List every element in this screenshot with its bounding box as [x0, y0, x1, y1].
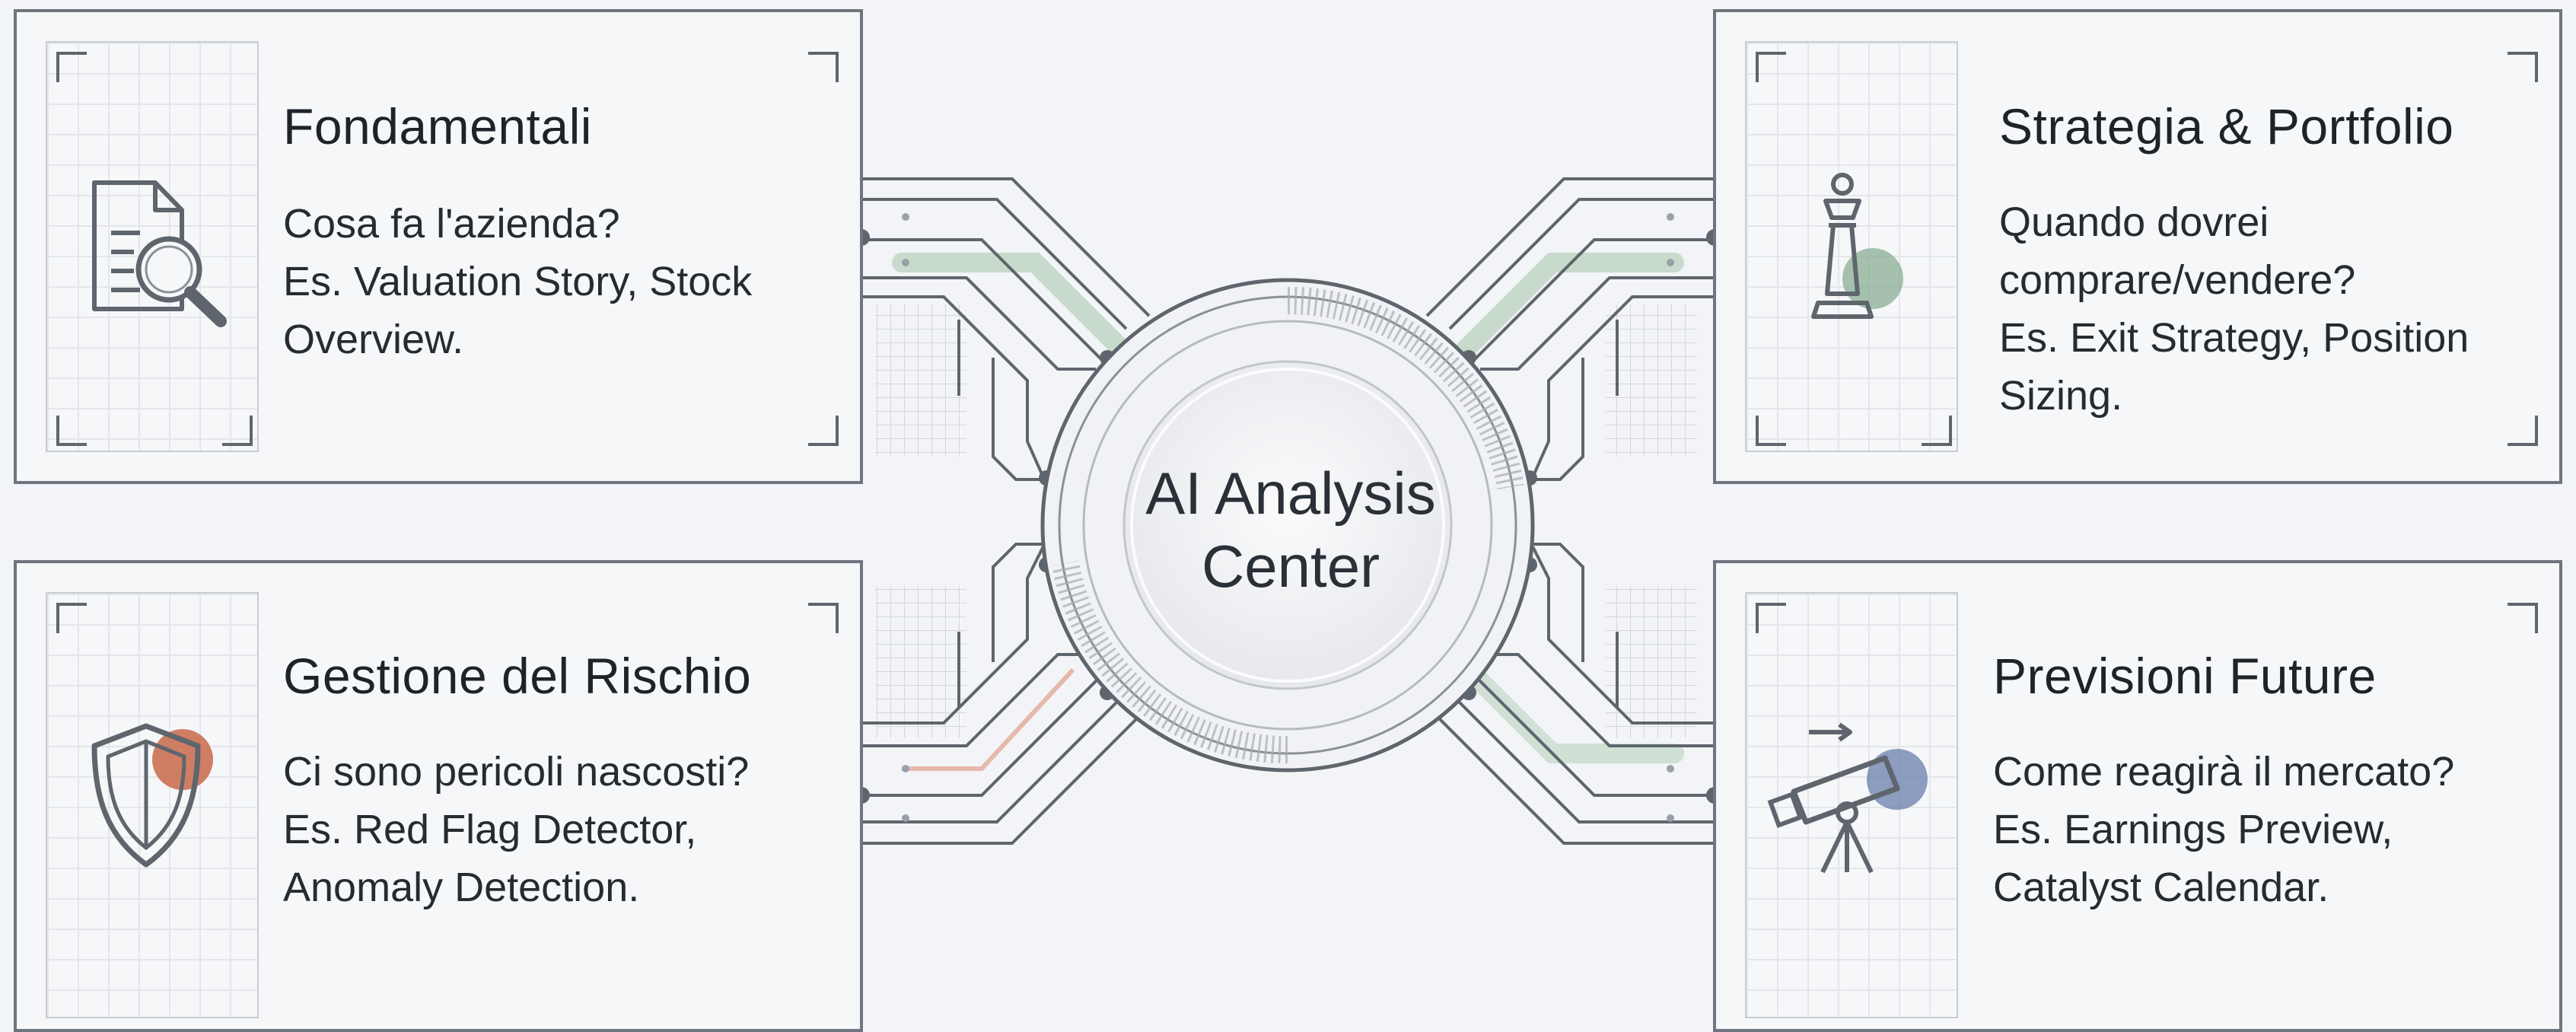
hub-rings [1040, 278, 1535, 772]
card-grid-frame [46, 592, 259, 1018]
desc-line: Overview. [283, 317, 464, 362]
desc-line: Sizing. [1999, 373, 2123, 419]
corner-bracket [2508, 603, 2538, 633]
card-title: Strategia & Portfolio [1999, 98, 2454, 154]
desc-line: Es. Valuation Story, Stock [283, 259, 753, 304]
chess-queen-icon [1811, 173, 1903, 319]
desc-line: Anomaly Detection. [283, 865, 640, 910]
corner-bracket [56, 603, 87, 633]
desc-line: comprare/vendere? [1999, 257, 2356, 303]
connectors-top-left [861, 177, 1151, 481]
card-title: Gestione del Rischio [283, 648, 752, 704]
corner-bracket [1922, 416, 1952, 446]
card-description: Quando dovrei comprare/vendere? Es. Exit… [1999, 193, 2469, 425]
desc-line: Es. Exit Strategy, Position [1999, 315, 2469, 361]
connectors-top-right [1425, 177, 1715, 481]
corner-bracket [808, 603, 839, 633]
card-description: Come reagirà il mercato? Es. Earnings Pr… [1993, 743, 2454, 916]
corner-bracket [56, 416, 87, 446]
desc-line: Come reagirà il mercato? [1993, 749, 2455, 795]
corner-bracket [222, 416, 253, 446]
card-title: Fondamentali [283, 98, 592, 154]
desc-line: Es. Earnings Preview, [1993, 807, 2393, 852]
small-dots [902, 213, 1674, 822]
telescope-icon [1767, 722, 1928, 874]
hub-title: AI Analysis Center [1093, 457, 1489, 603]
corner-bracket [808, 416, 839, 446]
card-gestione-rischio[interactable]: Gestione del Rischio Ci sono pericoli na… [14, 560, 863, 1032]
desc-line: Ci sono pericoli nascosti? [283, 749, 750, 795]
hub-title-line1: AI Analysis [1145, 460, 1436, 527]
corner-bracket [1756, 416, 1786, 446]
card-previsioni-future[interactable]: Previsioni Future Come reagirà il mercat… [1713, 560, 2562, 1032]
desc-line: Quando dovrei [1999, 199, 2269, 245]
card-title: Previsioni Future [1993, 648, 2377, 704]
corner-bracket [808, 52, 839, 82]
corner-bracket [2508, 52, 2538, 82]
card-strategia-portfolio[interactable]: Strategia & Portfolio Quando dovrei comp… [1713, 9, 2562, 484]
corner-bracket [2508, 416, 2538, 446]
desc-line: Catalyst Calendar. [1993, 865, 2329, 910]
shield-icon [91, 723, 213, 868]
corner-bracket [56, 52, 87, 82]
card-description: Cosa fa l'azienda? Es. Valuation Story, … [283, 195, 752, 368]
card-description: Ci sono pericoli nascosti? Es. Red Flag … [283, 743, 749, 916]
corner-bracket [1756, 52, 1786, 82]
corner-bracket [1756, 603, 1786, 633]
hub-title-line2: Center [1201, 533, 1380, 600]
connectors-bottom-right [1425, 543, 1715, 845]
desc-line: Es. Red Flag Detector, [283, 807, 697, 852]
card-fondamentali[interactable]: Fondamentali Cosa fa l'azienda? Es. Valu… [14, 9, 863, 484]
desc-line: Cosa fa l'azienda? [283, 201, 620, 247]
document-magnifier-icon [92, 180, 227, 327]
